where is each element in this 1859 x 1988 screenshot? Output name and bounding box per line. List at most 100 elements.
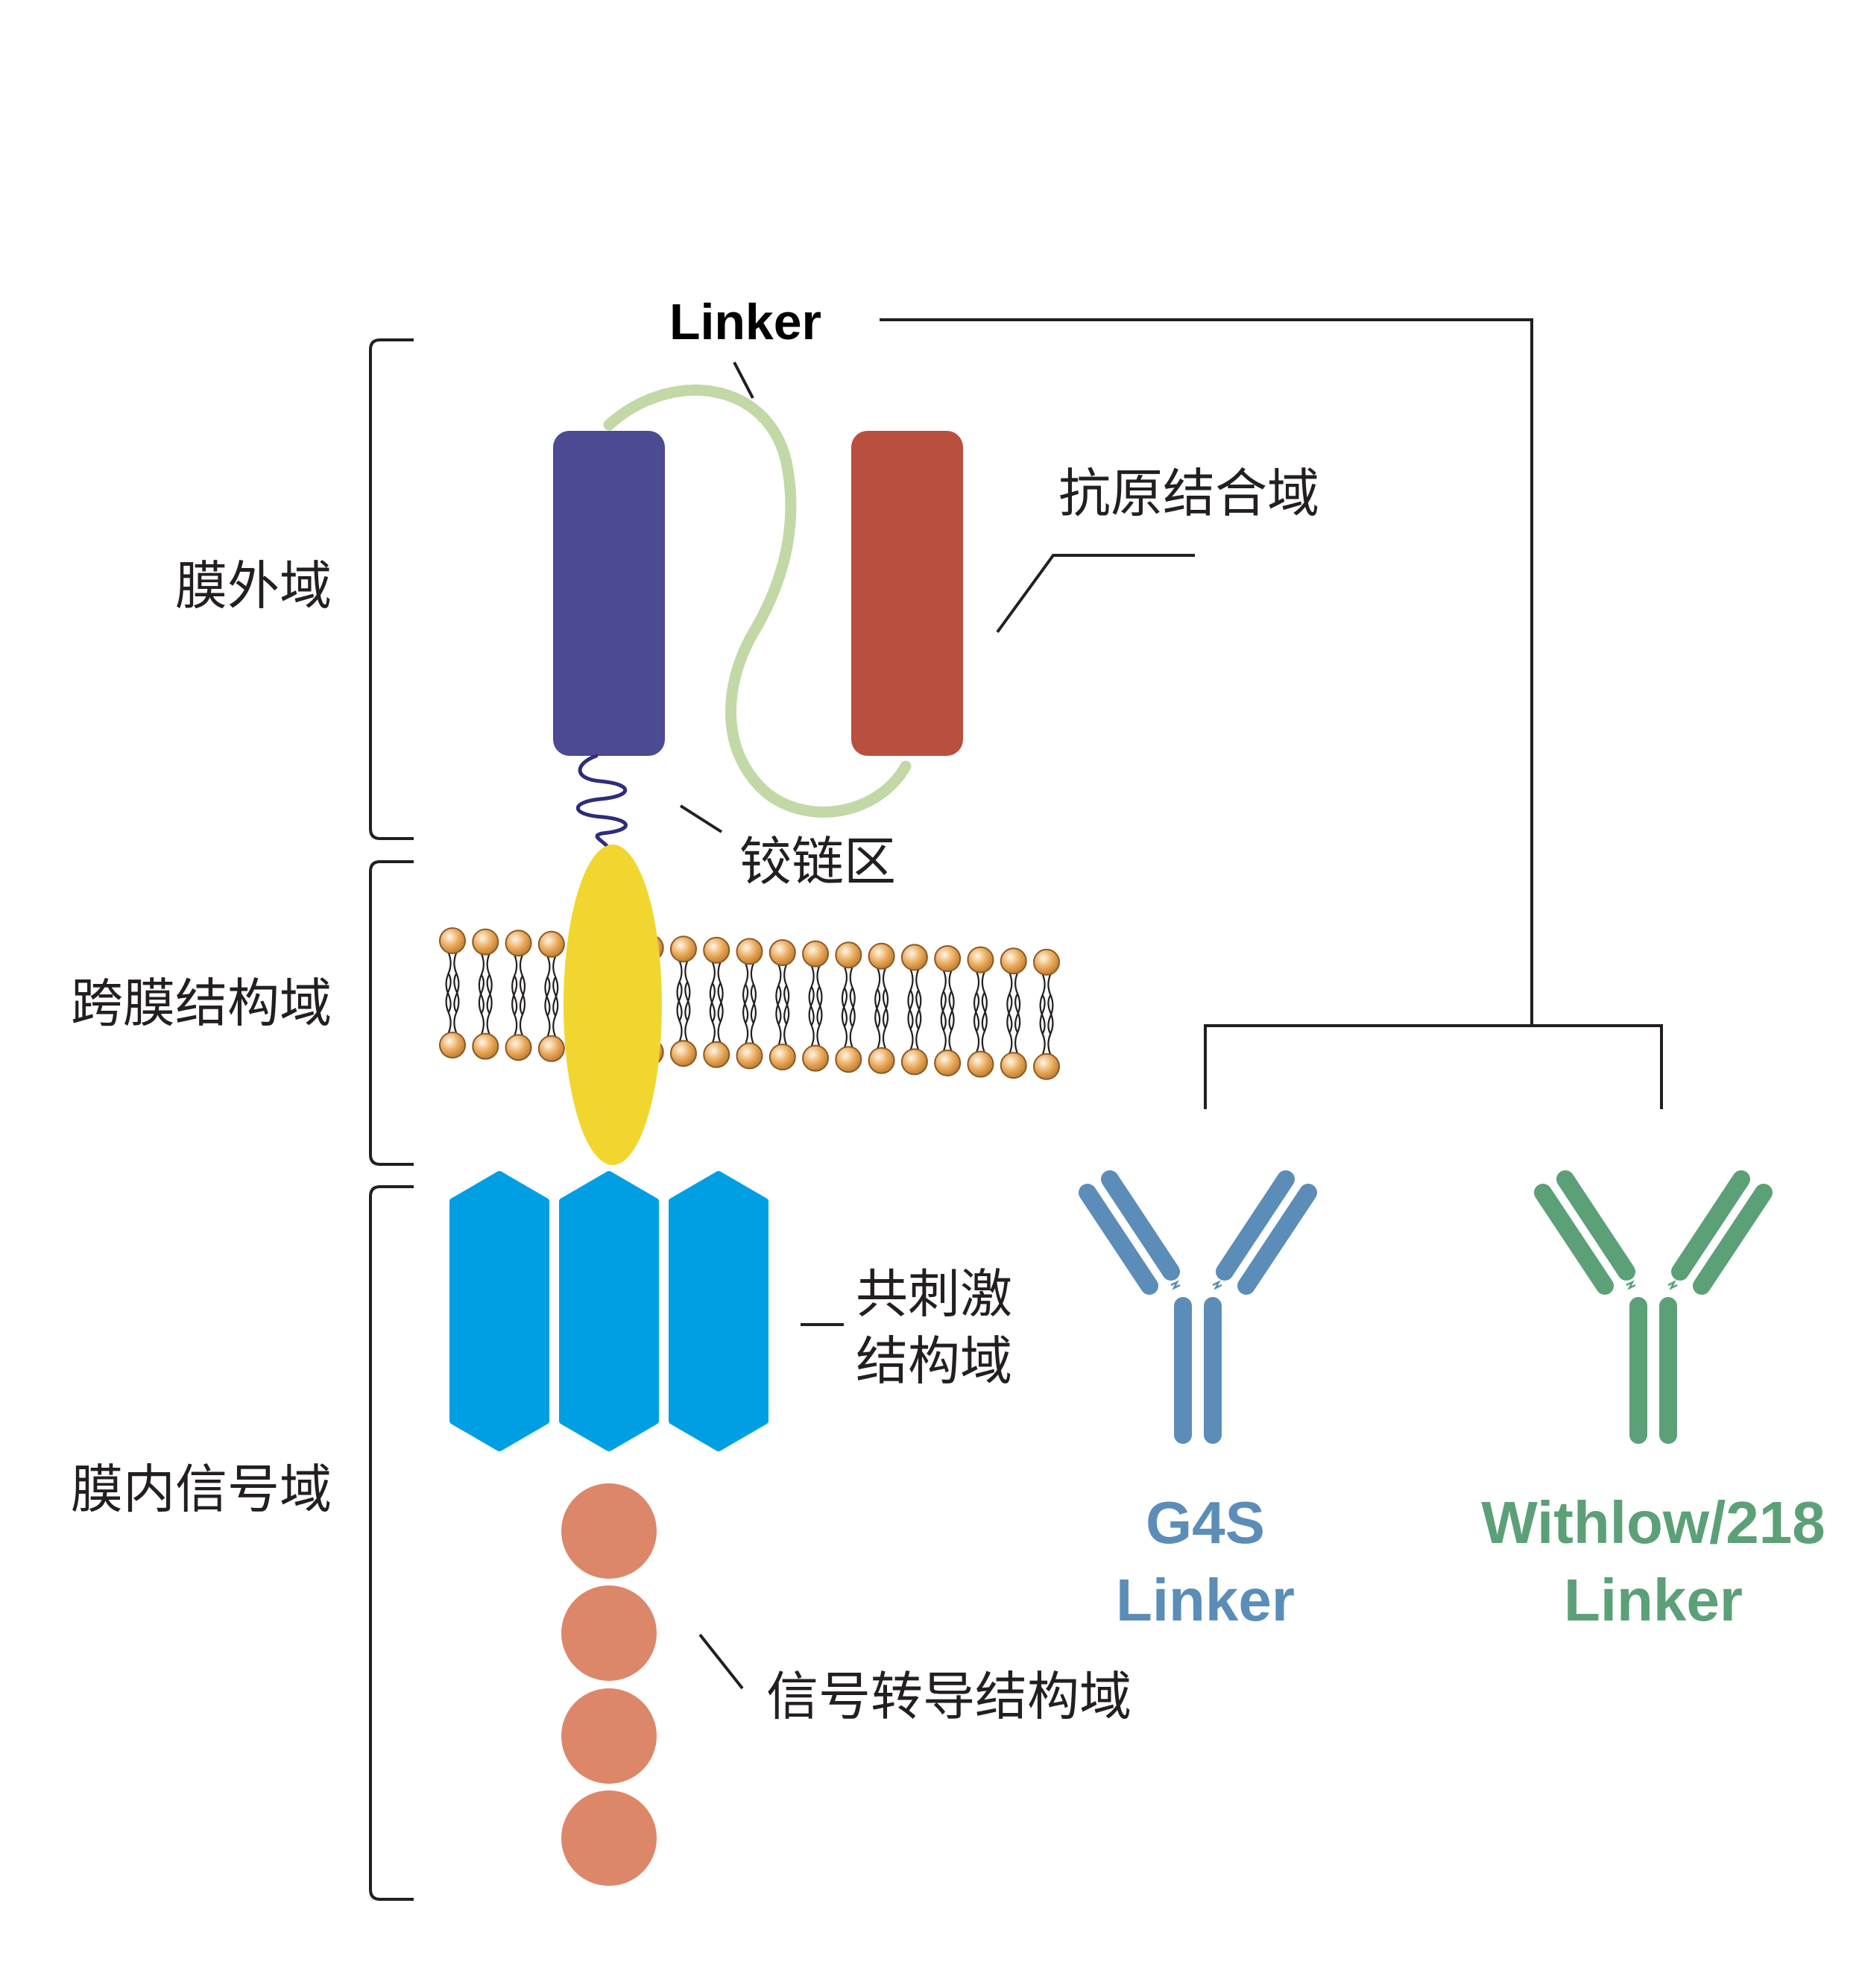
lipid-tail <box>808 986 815 1047</box>
disulfide-bond <box>1170 1280 1181 1290</box>
lipid-tail <box>1006 993 1013 1054</box>
antibody-arm <box>1556 1170 1635 1281</box>
costim-hexagon <box>669 1171 768 1451</box>
bracket-intracellular <box>369 1185 414 1901</box>
signal-transduction-label: 信号转导结构域 <box>766 1666 1132 1727</box>
lipid-tail <box>750 962 757 1023</box>
lipid-tail <box>519 954 526 1015</box>
lipid-tail <box>849 987 856 1048</box>
lipid-head <box>802 940 830 968</box>
lipid-tail <box>544 956 551 1017</box>
lipid-tail <box>783 964 790 1025</box>
lipid-head <box>868 942 895 970</box>
lipid-tail <box>973 992 980 1053</box>
signal-circle <box>561 1688 657 1784</box>
lipid-head <box>736 938 763 965</box>
lipid-head <box>900 1048 928 1076</box>
lipid-tail <box>915 968 922 1029</box>
antigen-binding-label: 抗原结合域 <box>1058 463 1319 524</box>
antibody-arm <box>1671 1170 1750 1281</box>
lipid-tail <box>882 988 889 1050</box>
disulfide-bond <box>1667 1280 1678 1290</box>
lipid-head <box>505 1034 532 1061</box>
withlow-label-line2: Linker <box>1564 1567 1743 1633</box>
lipid-head <box>439 927 466 954</box>
antibody-arm <box>1079 1184 1158 1295</box>
lipid-tail <box>445 973 452 1034</box>
lipid-head <box>802 1044 830 1072</box>
vl-domain <box>851 431 963 756</box>
lipid-tail <box>940 991 947 1052</box>
g4s-label-line2: Linker <box>1116 1567 1295 1633</box>
lipid-head <box>537 930 565 958</box>
lipid-head <box>669 1040 697 1067</box>
leader-antigen <box>996 554 1195 634</box>
lipid-tail <box>1047 994 1054 1055</box>
lipid-tail <box>940 970 947 1031</box>
leader-linker <box>733 362 754 399</box>
lipid-tail <box>552 976 559 1038</box>
lipid-head <box>703 1041 730 1068</box>
lipid-head <box>768 939 796 966</box>
lipid-molecule <box>967 946 994 1078</box>
lipid-tail <box>874 968 881 1029</box>
lipid-molecule <box>768 939 796 1070</box>
leader-signal <box>698 1633 744 1690</box>
lipid-tail <box>816 965 823 1026</box>
costimulatory-domains <box>449 1171 768 1451</box>
signal-circle <box>561 1585 657 1681</box>
lipid-molecule <box>1000 947 1027 1079</box>
lipid-tail <box>1014 993 1021 1054</box>
hinge-label: 铰链区 <box>739 831 896 892</box>
lipid-tail <box>511 975 518 1036</box>
lipid-tail <box>445 952 452 1013</box>
antibody-arm <box>1237 1184 1317 1295</box>
lipid-head <box>900 944 928 971</box>
lipid-tail <box>709 962 716 1023</box>
antibody-icon-g4s <box>1079 1170 1317 1444</box>
lipid-tail <box>453 973 460 1034</box>
lipid-molecule <box>472 928 499 1060</box>
hinge-coil <box>576 754 628 852</box>
transmembrane-helix <box>564 845 662 1165</box>
lipid-molecule <box>835 941 862 1073</box>
lipid-tail <box>808 965 815 1026</box>
lipid-molecule <box>900 944 928 1076</box>
lipid-head <box>1033 1053 1060 1080</box>
lipid-tail <box>1039 994 1046 1055</box>
lipid-tail <box>552 956 559 1017</box>
lipid-molecule <box>505 930 532 1061</box>
lipid-molecule <box>703 936 730 1068</box>
lipid-tail <box>841 987 848 1048</box>
lipid-tail <box>981 992 988 1053</box>
lipid-tail <box>453 952 460 1013</box>
lipid-molecule <box>669 935 697 1067</box>
lipid-head <box>736 1042 763 1070</box>
lipid-head <box>1000 1052 1027 1079</box>
lipid-tail <box>783 985 790 1046</box>
lipid-tail <box>742 983 749 1044</box>
lipid-tail <box>486 953 493 1014</box>
lipid-tail <box>882 968 889 1029</box>
lipid-molecule <box>736 938 763 1070</box>
signal-transduction-domains <box>561 1483 657 1886</box>
bracket-extracellular <box>369 338 414 840</box>
lipid-head <box>505 930 532 957</box>
lipid-head <box>934 1050 962 1076</box>
lipid-tail <box>742 962 749 1023</box>
lipid-molecule <box>802 940 830 1072</box>
lipid-tail <box>775 985 782 1046</box>
region-label-extracellular: 膜外域 <box>175 555 332 616</box>
lipid-molecule <box>1033 948 1060 1080</box>
lipid-tail <box>676 960 683 1021</box>
lipid-head <box>768 1044 796 1070</box>
linker-label: Linker <box>669 294 821 350</box>
linker-curve <box>603 385 912 818</box>
lipid-tail <box>1014 972 1021 1033</box>
lipid-molecule <box>439 927 466 1058</box>
lipid-head <box>472 928 499 956</box>
lipid-tail <box>948 970 955 1031</box>
lipid-tail <box>684 981 691 1042</box>
lipid-tail <box>709 982 716 1044</box>
